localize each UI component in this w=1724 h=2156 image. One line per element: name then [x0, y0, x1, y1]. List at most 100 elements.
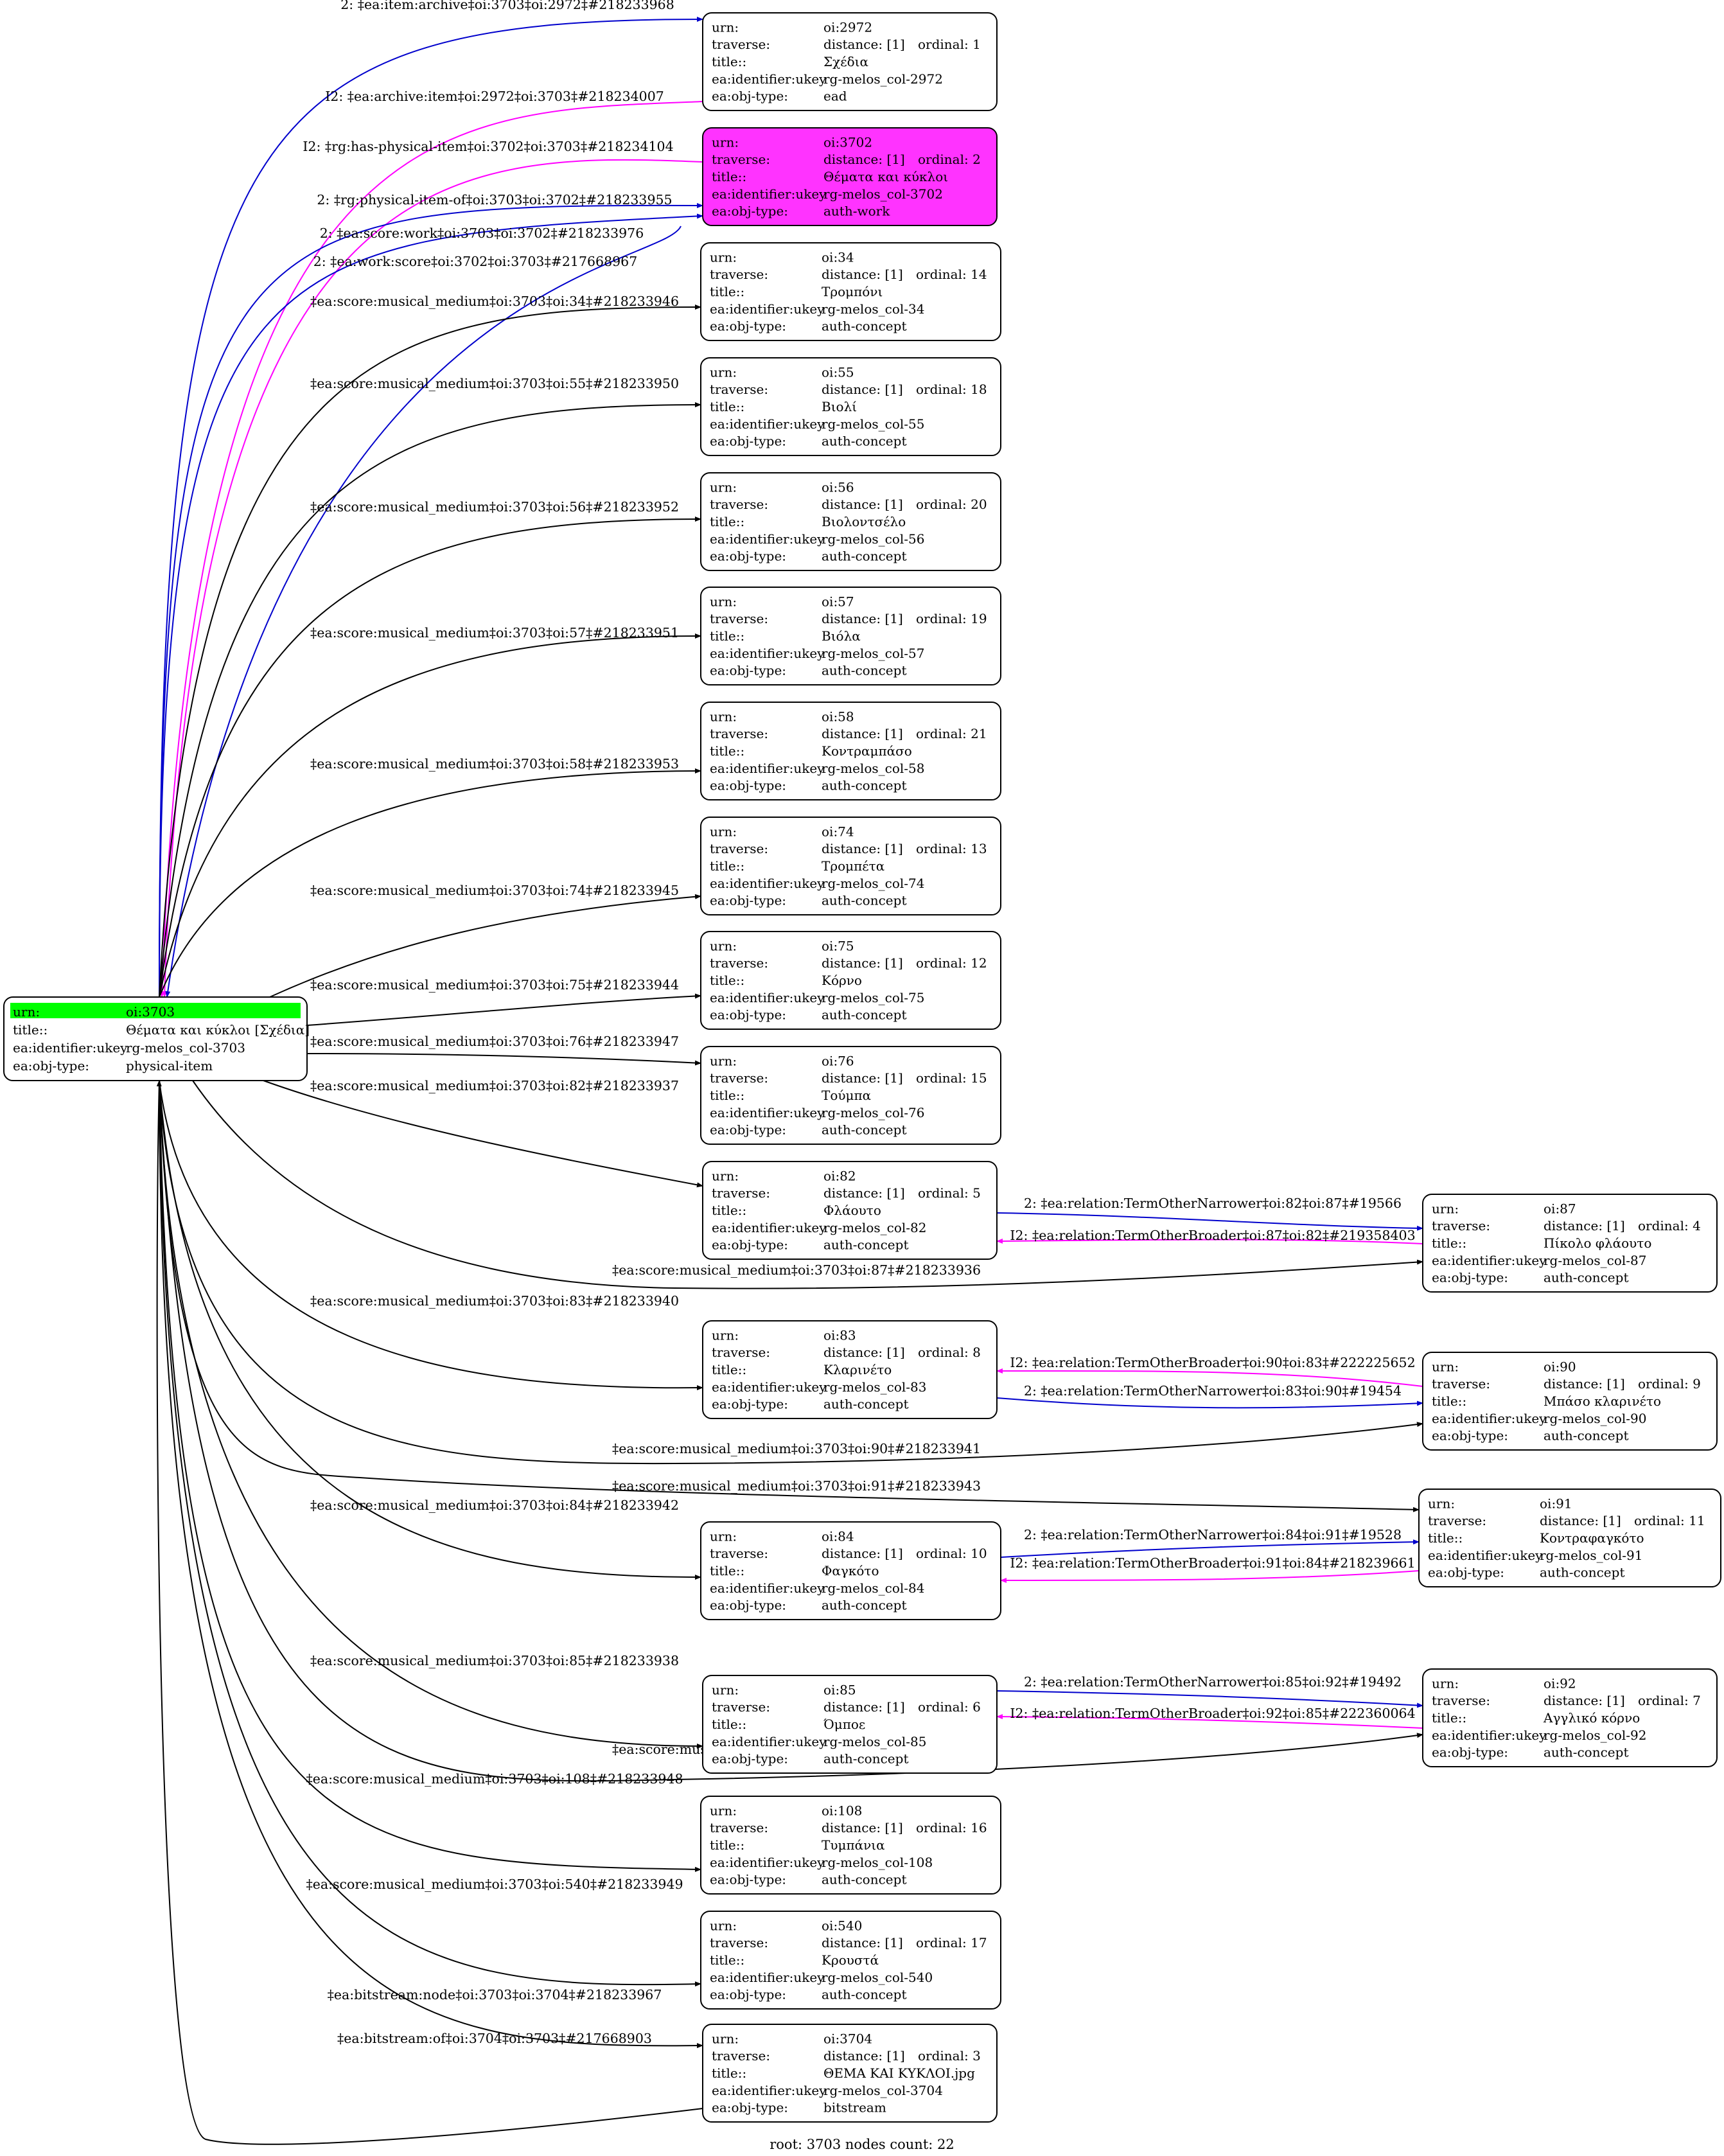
node-field-value: rg-melos_col-108 [822, 1855, 933, 1870]
node-field-value: oi:74 [822, 824, 854, 839]
edge-label-e9: ‡ea:score:musical_medium‡oi:3703‡oi:56‡#… [310, 499, 679, 515]
edge-e32 [159, 1080, 701, 1987]
node-box [700, 242, 1001, 341]
edge-e9 [159, 517, 701, 998]
node-field-key: urn: [710, 364, 737, 380]
node-box [700, 357, 1001, 456]
node-field-key: urn: [710, 824, 737, 839]
node-field-value: ordinal: 14 [916, 267, 987, 282]
node-field-key: title:: [710, 1088, 744, 1103]
node-field-key: ea:obj-type: [710, 1007, 786, 1023]
node-field-value: oi:55 [822, 364, 854, 380]
edge-label-e31: ‡ea:score:musical_medium‡oi:3703‡oi:108‡… [306, 1771, 683, 1787]
node-field-value: auth-concept [822, 1987, 906, 2002]
node-box [702, 1161, 998, 1260]
edge-e18 [192, 1080, 1423, 1289]
node-field-key: ea:identifier:ukey [1432, 1411, 1547, 1426]
node-field-value: auth-concept [822, 1598, 906, 1613]
node-field-value: Κοντραφαγκότο [1540, 1530, 1644, 1546]
node-field-value: Θέματα και κύκλοι [Σχέδια] [126, 1022, 310, 1038]
node-field-value: auth-concept [1544, 1745, 1628, 1760]
edge-label-e12: ‡ea:score:musical_medium‡oi:3703‡oi:74‡#… [310, 883, 679, 898]
node-field-value: distance: [1] [822, 1546, 903, 1561]
edge-label-e21: 2: ‡ea:relation:TermOtherNarrower‡oi:83‡… [1024, 1383, 1402, 1399]
node-field-value: Βιόλα [822, 628, 861, 644]
edge-label-e20: I2: ‡ea:relation:TermOtherBroader‡oi:90‡… [1010, 1355, 1415, 1370]
edge-e7 [159, 305, 701, 998]
node-box [702, 127, 998, 226]
node-field-key: title:: [712, 54, 746, 69]
node-field-key: title:: [710, 1952, 744, 1968]
node-field-key: title:: [712, 169, 746, 184]
node-field-key: urn: [710, 1053, 737, 1068]
node-field-key: title:: [710, 284, 744, 299]
node-field-value: Κλαρινέτο [823, 1362, 892, 1377]
node-field-value: auth-concept [823, 1751, 908, 1767]
node-field-key: urn: [712, 1168, 739, 1183]
node-field-value: Βιολί [822, 399, 857, 414]
node-field-key: ea:obj-type: [710, 1598, 786, 1613]
node-field-key: traverse: [712, 1345, 770, 1360]
node-field-key: urn: [1428, 1496, 1455, 1511]
node-field-value: oi:2972 [823, 19, 872, 35]
node-field-key: ea:identifier:ukey [712, 1734, 827, 1749]
node-field-value: rg-melos_col-57 [822, 646, 924, 661]
node-field-key: ea:obj-type: [710, 1122, 786, 1138]
node-field-key: title:: [710, 743, 744, 759]
node-field-key: ea:identifier:ukey [712, 1379, 827, 1395]
node-field-value: oi:34 [822, 249, 854, 265]
node-field-value: rg-melos_col-34 [822, 301, 924, 317]
node-field-key: title:: [1432, 1393, 1466, 1409]
node-field-value: rg-melos_col-3702 [823, 186, 943, 202]
node-field-value: ordinal: 10 [916, 1546, 987, 1561]
node-field-value: auth-concept [822, 1007, 906, 1023]
edge-label-e6: 2: ‡ea:work:score‡oi:3702‡oi:3703‡#21766… [313, 254, 638, 269]
node-field-key: urn: [1432, 1675, 1459, 1691]
node-field-key: ea:identifier:ukey [1428, 1548, 1543, 1563]
node-field-key: title:: [710, 973, 744, 988]
node-field-value: rg-melos_col-87 [1544, 1253, 1646, 1268]
edge-e24 [159, 1080, 701, 1580]
node-field-key: urn: [1432, 1201, 1459, 1216]
node-field-value: auth-concept [822, 893, 906, 908]
node-box [1422, 1194, 1718, 1293]
edge-label-e8: ‡ea:score:musical_medium‡oi:3703‡oi:55‡#… [310, 376, 679, 391]
node-field-key: ea:obj-type: [712, 89, 788, 104]
edge-e30 [159, 1080, 1423, 1782]
node-field-key: urn: [1432, 1359, 1459, 1374]
node-field-value: distance: [1] [1544, 1376, 1625, 1392]
node-field-key: title:: [710, 399, 744, 414]
node-field-value: distance: [1] [823, 1699, 905, 1715]
edge-e12 [269, 894, 701, 998]
edge-label-e13: ‡ea:score:musical_medium‡oi:3703‡oi:75‡#… [310, 977, 679, 993]
node-field-value: distance: [1] [822, 1935, 903, 1950]
edge-e22 [159, 1080, 1423, 1465]
node-field-key: traverse: [710, 1546, 768, 1561]
node-field-value: rg-melos_col-91 [1540, 1548, 1642, 1563]
node-field-value: ordinal: 3 [918, 2048, 981, 2063]
node-field-value: Θέματα και κύκλοι [823, 169, 948, 184]
node-field-key: traverse: [710, 497, 768, 512]
